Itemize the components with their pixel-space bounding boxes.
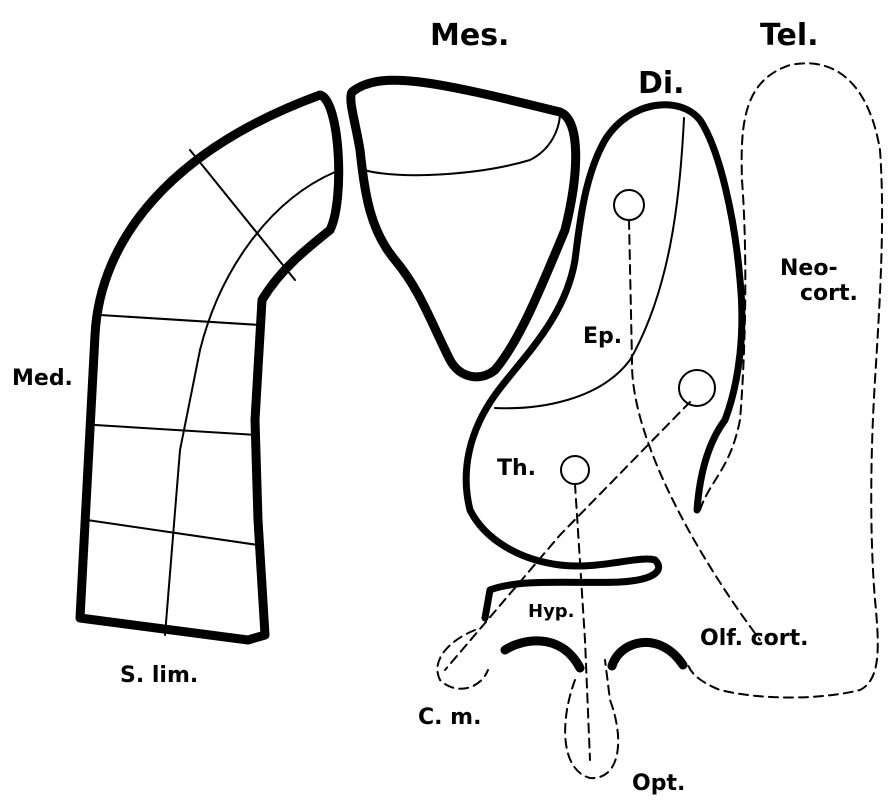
label-mes: Mes. (430, 18, 509, 53)
upper-nucleus (679, 370, 715, 406)
label-opt: Opt. (632, 771, 685, 796)
label-hyp: Hyp. (528, 601, 575, 622)
label-di: Di. (638, 66, 685, 101)
label-med: Med. (12, 366, 73, 391)
hypothalamic-floor (505, 641, 683, 668)
epithalamus-nucleus (614, 190, 644, 220)
th-tract (575, 484, 590, 760)
cm-loop (437, 630, 488, 689)
diencephalon (466, 105, 742, 618)
label-cm: C. m. (418, 705, 481, 730)
optic-stalk (565, 660, 618, 778)
label-neo-2: cort. (800, 281, 858, 306)
medulla-segment (80, 95, 339, 640)
label-neo-1: Neo- (780, 256, 838, 281)
label-olf-cort: Olf. cort. (700, 626, 809, 651)
label-s-lim: S. lim. (120, 663, 198, 688)
thalamus-nucleus (561, 456, 589, 484)
label-th: Th. (497, 456, 536, 481)
label-tel: Tel. (760, 18, 819, 53)
upper-tract (445, 402, 690, 670)
label-ep: Ep. (583, 324, 622, 349)
